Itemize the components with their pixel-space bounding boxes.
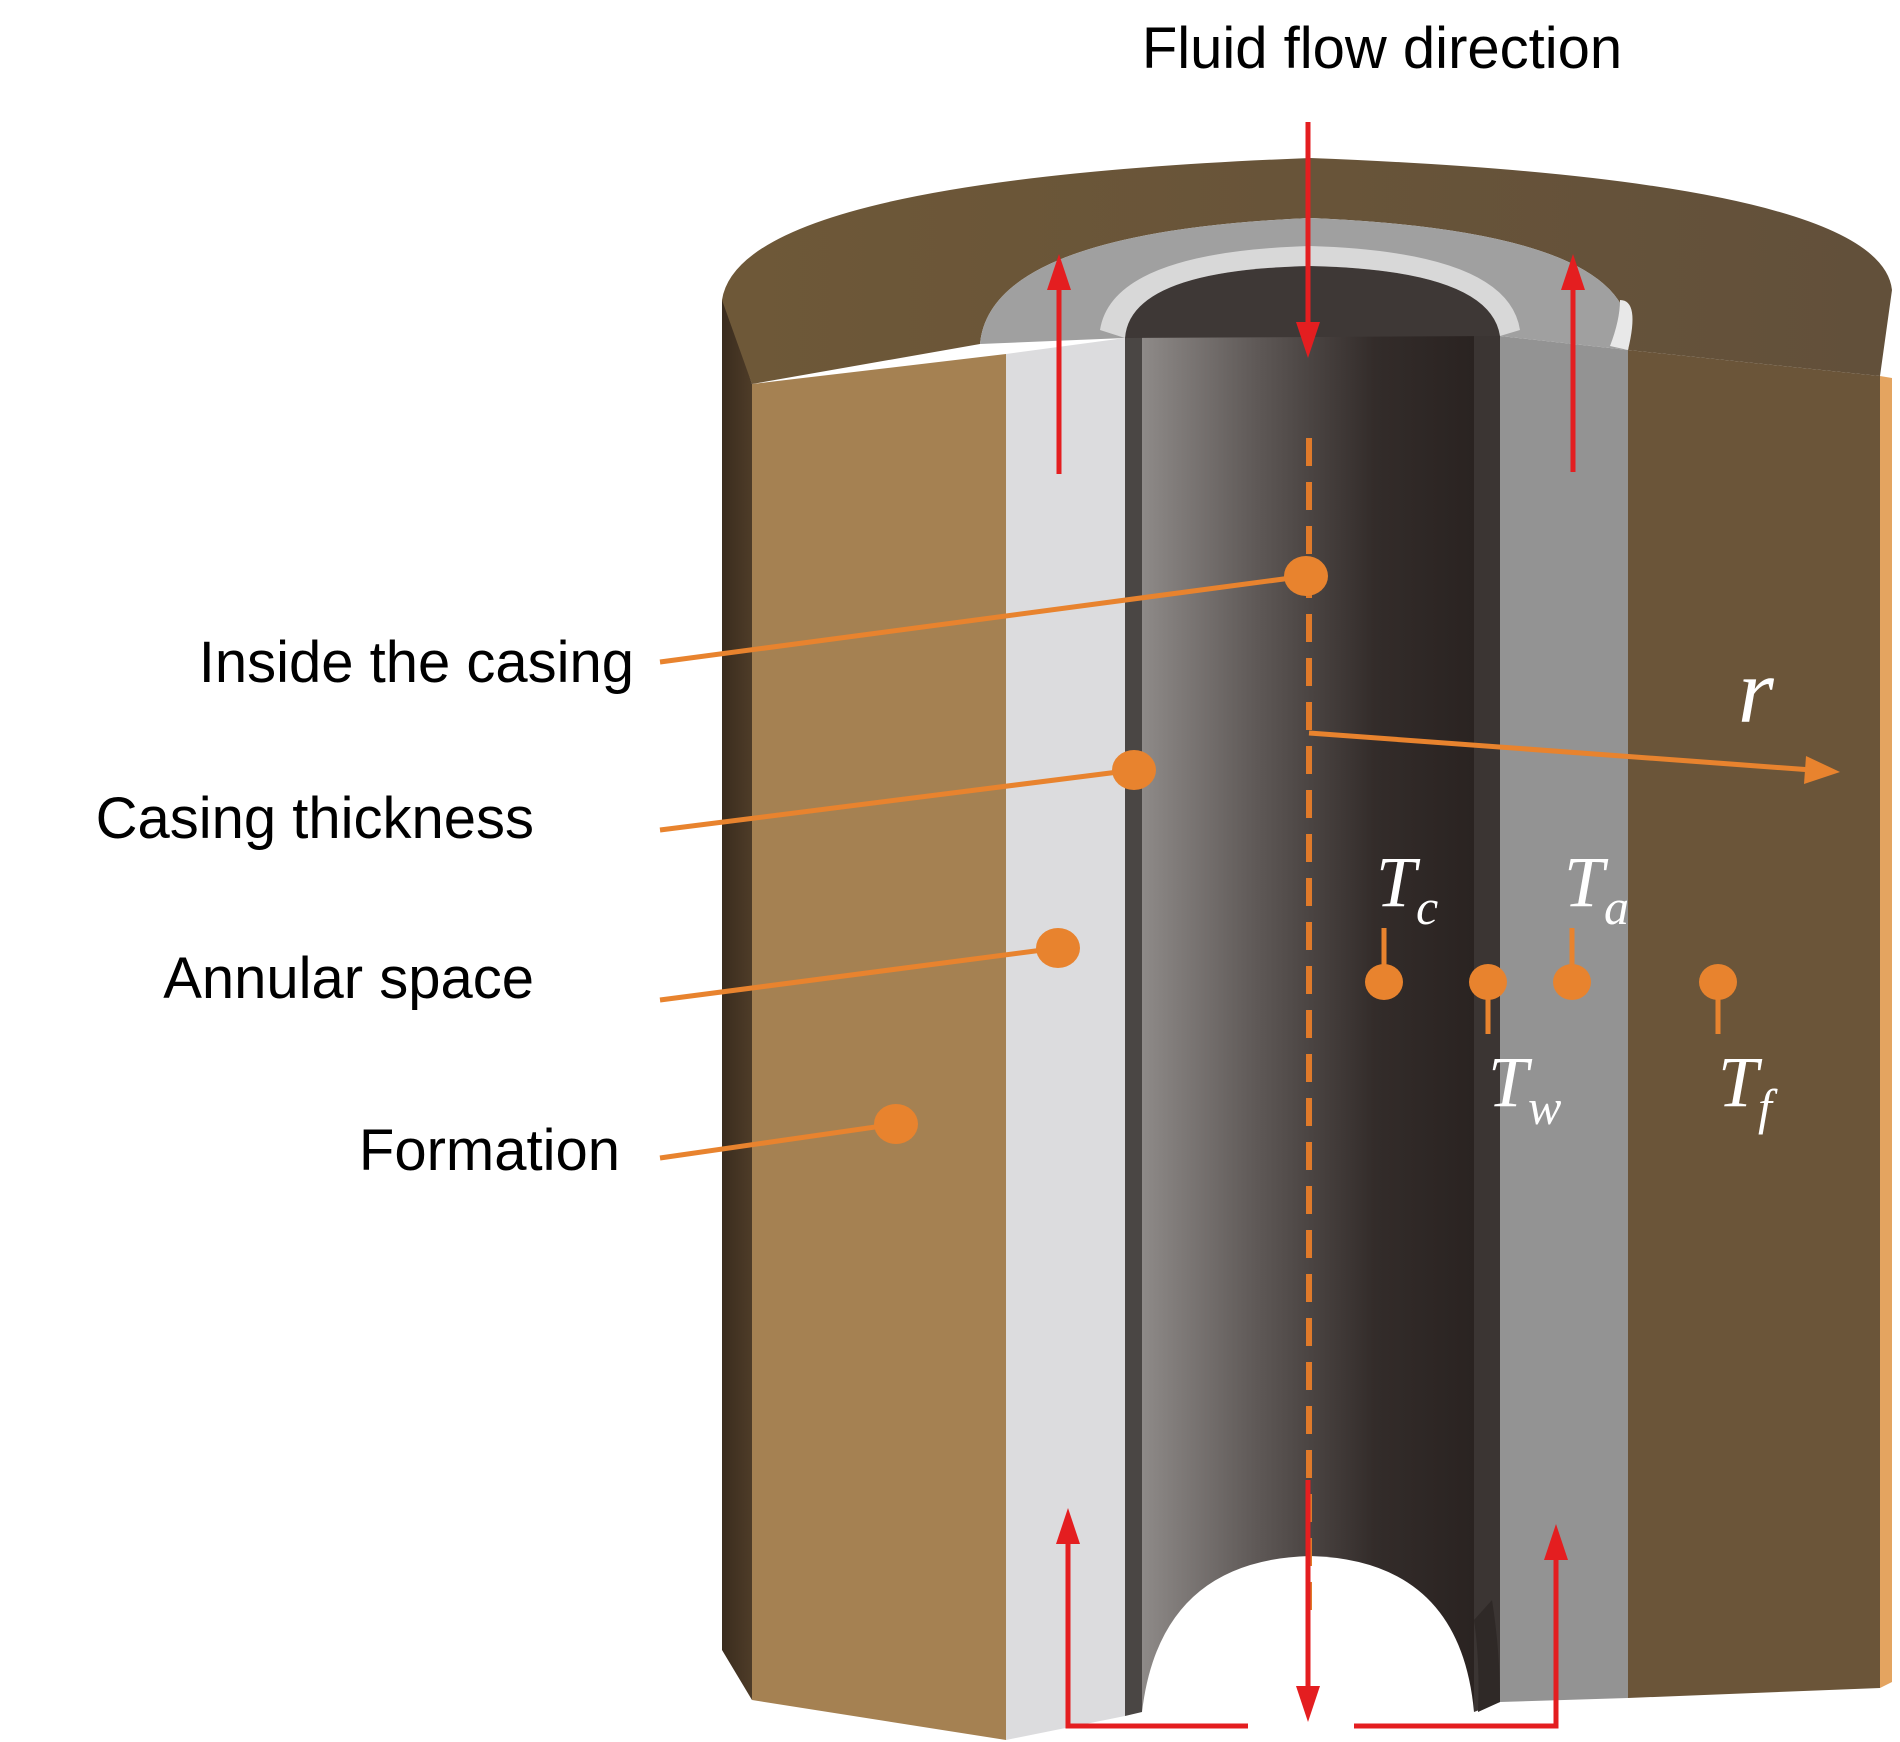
flow-arrows (1047, 122, 1585, 1729)
formation-top-ring (722, 158, 1892, 384)
temperature-labels: Tc Tw Ta Tf (1376, 842, 1778, 1135)
dot-Tf (1699, 964, 1737, 1000)
casing-top-opening (1125, 266, 1500, 338)
label-leaders (659, 556, 1328, 1161)
flow-return-left (1065, 1530, 1248, 1729)
annulus-right-face (1500, 336, 1628, 1702)
dot-casing (1112, 750, 1156, 790)
dot-formation (874, 1104, 918, 1144)
label-Ta: Ta (1564, 842, 1629, 935)
leader-inside (659, 573, 1307, 665)
formation-right-face (1628, 350, 1880, 1698)
leader-annular (659, 945, 1059, 1003)
label-Tw: Tw (1488, 1042, 1561, 1135)
label-annular-space: Annular space (163, 946, 534, 1011)
dot-Ta (1553, 964, 1591, 1000)
dot-inside (1284, 556, 1328, 596)
flow-return-right (1354, 1546, 1559, 1729)
annulus-cut-face (1006, 338, 1125, 1740)
label-casing-thickness: Casing thickness (96, 786, 534, 851)
wellbore-body (722, 158, 1892, 1742)
flow-arrowhead-up-left-bottom (1056, 1508, 1080, 1544)
flow-arrowhead-up-right-bottom (1544, 1524, 1568, 1560)
flow-arrowhead-down-top (1296, 322, 1320, 358)
dot-Tw (1469, 964, 1507, 1000)
flow-arrowhead-up-left-top (1047, 254, 1071, 290)
radial-axis-arrow (1308, 730, 1840, 784)
bottom-casing-wall (1474, 1600, 1500, 1712)
formation-right-edge (1880, 376, 1892, 1688)
dot-Tc (1365, 964, 1403, 1000)
annulus-top-highlight (1610, 300, 1633, 350)
casing-top-lip (1100, 246, 1520, 338)
formation-cut-face (752, 354, 1006, 1740)
diagram-title: Fluid flow direction (1142, 16, 1622, 81)
annulus-top-ring (980, 218, 1630, 350)
flow-arrowhead-down-bottom (1296, 1686, 1320, 1722)
formation-left-edge (722, 299, 752, 1701)
radial-axis-symbol: r (1738, 640, 1775, 742)
label-inside-casing: Inside the casing (199, 630, 634, 695)
temperature-markers (1365, 928, 1737, 1034)
dot-annular (1036, 928, 1080, 968)
label-Tc: Tc (1376, 842, 1438, 935)
casing-wall-left (1125, 336, 1142, 1716)
flow-arrowhead-up-right-top (1561, 254, 1585, 290)
label-formation: Formation (359, 1118, 620, 1183)
leader-casing (659, 767, 1135, 833)
leader-formation (659, 1121, 897, 1161)
